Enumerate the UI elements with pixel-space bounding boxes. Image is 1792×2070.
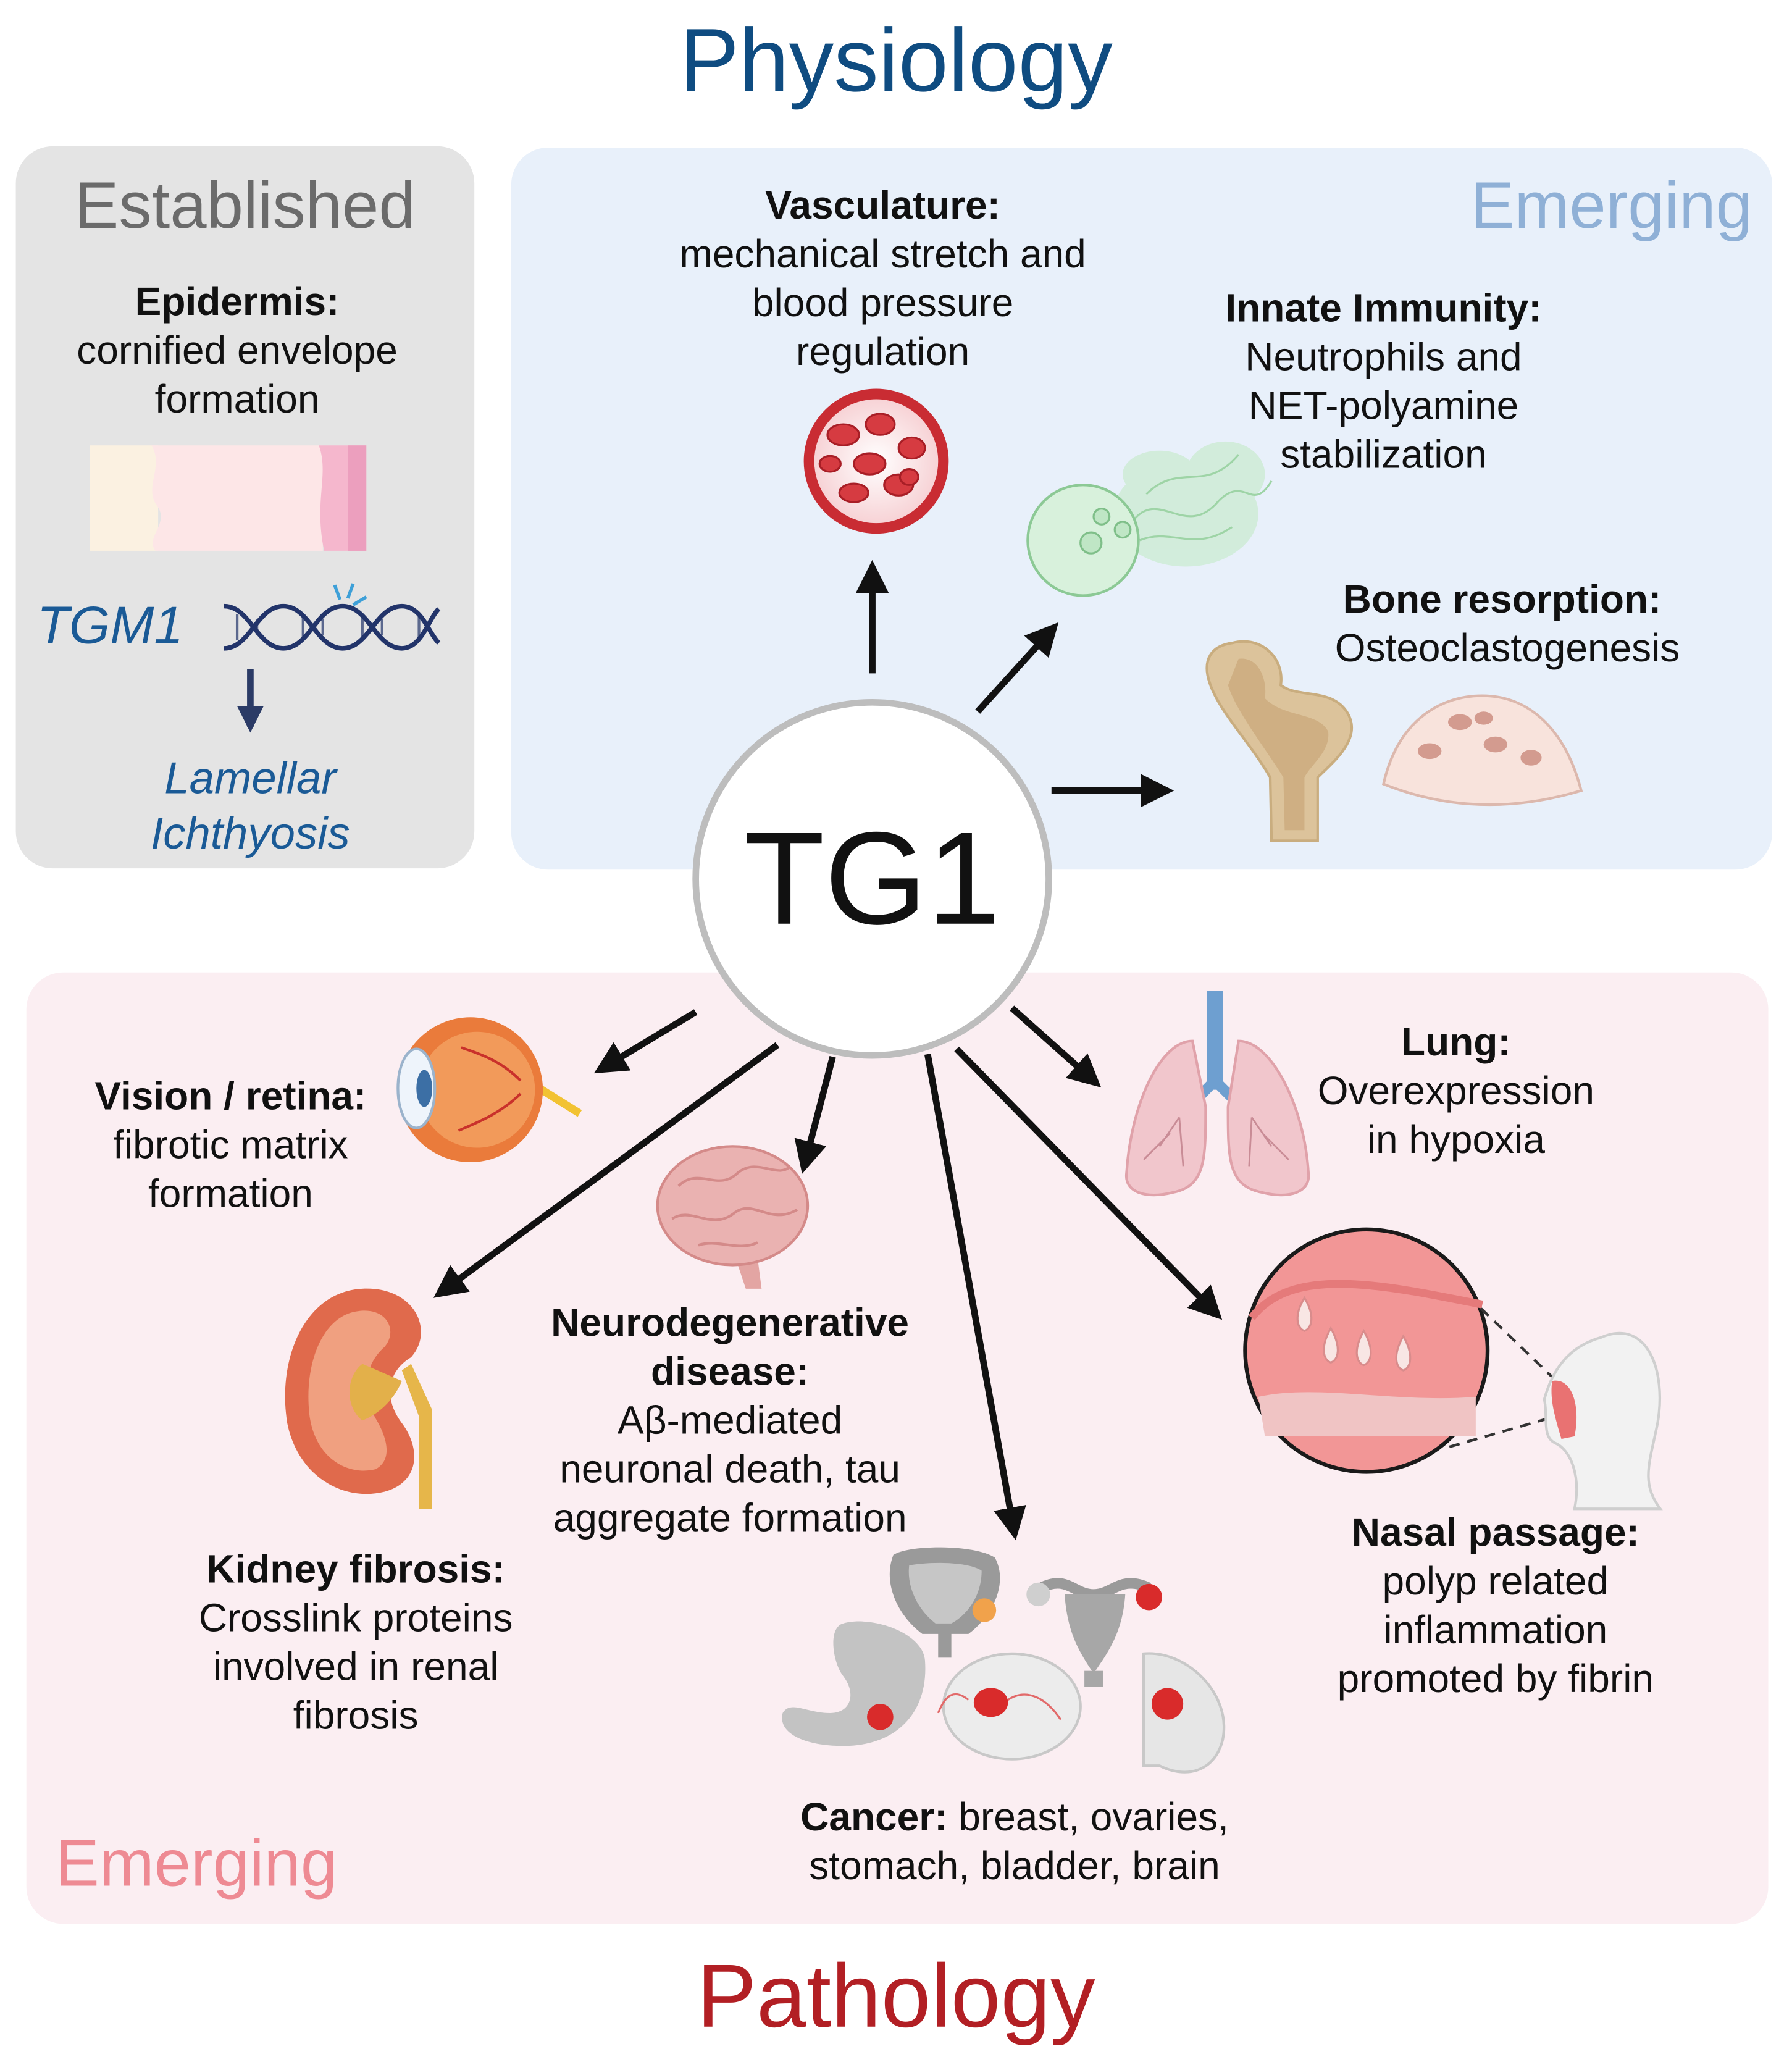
innate-line-1: Neutrophils and <box>1245 336 1522 380</box>
bladder-icon <box>889 1547 1000 1658</box>
nasal-title: Nasal passage: <box>1351 1511 1639 1555</box>
cancer-line-1: Cancer: breast, ovaries, <box>751 1793 1278 1842</box>
epidermis-title: Epidermis: <box>135 280 340 324</box>
nasal-line-3: promoted by fibrin <box>1337 1657 1654 1701</box>
osteoclast-icon <box>1382 694 1583 807</box>
skin-layers-icon <box>90 445 367 551</box>
kidney-icon <box>285 1288 432 1509</box>
head-profile-icon <box>1543 1332 1663 1511</box>
kidney-title: Kidney fibrosis: <box>206 1548 505 1592</box>
kidney-line-1: Crosslink proteins <box>198 1597 513 1641</box>
neuro-line-2: neuronal death, tau <box>559 1448 900 1492</box>
neuro-title-line-2: disease: <box>650 1351 810 1394</box>
cancer-title: Cancer: <box>800 1796 948 1840</box>
neutrophil-net-icon <box>1026 441 1273 597</box>
epidermis-line-1: cornified envelope <box>77 329 398 373</box>
vasculature-line-1: mechanical stretch and <box>679 233 1086 277</box>
bone-resorption-title: Bone resorption: <box>1342 578 1662 622</box>
uterus-ovaries-icon <box>1026 1578 1163 1687</box>
brain-icon <box>656 1145 810 1289</box>
bone-line-1: Osteoclastogenesis <box>1334 627 1680 671</box>
vision-line-2: formation <box>148 1173 313 1217</box>
pathology-emerging-heading: Emerging <box>55 1826 338 1900</box>
cancer-line-2: stomach, bladder, brain <box>809 1845 1220 1888</box>
lung-line-2: in hypoxia <box>1367 1118 1545 1163</box>
tgm1-gene-label: TGM1 <box>36 597 183 655</box>
disease-line-1: Lamellar <box>164 753 337 804</box>
brain-tumor-icon <box>937 1652 1082 1761</box>
established-heading: Established <box>75 169 416 243</box>
dna-helix-icon <box>224 583 441 651</box>
innate-line-2: NET-polyamine <box>1248 385 1519 429</box>
kidney-line-3: fibrosis <box>293 1695 419 1738</box>
neuro-title-line-1: Neurodegenerative <box>551 1302 910 1346</box>
pathology-title: Pathology <box>697 1946 1095 2047</box>
eye-icon <box>396 1017 582 1163</box>
breast-icon <box>1142 1652 1226 1774</box>
nasal-polyp-zoom-icon <box>1243 1227 1555 1474</box>
vision-title: Vision / retina: <box>94 1075 367 1119</box>
nasal-line-2: inflammation <box>1383 1609 1608 1653</box>
vasculature-line-3: regulation <box>796 330 970 374</box>
innate-immunity-title: Innate Immunity: <box>1225 287 1542 331</box>
connection-arrows <box>433 559 1223 1541</box>
tg1-label: TG1 <box>744 805 1001 953</box>
stomach-icon <box>782 1621 926 1746</box>
neuro-line-1: Aβ-mediated <box>618 1399 843 1443</box>
pathology-panel <box>26 972 1769 1924</box>
cancer-line-1-text: breast, ovaries, <box>947 1796 1229 1840</box>
lung-icon <box>1125 991 1310 1197</box>
physiology-title: Physiology <box>679 10 1113 111</box>
lung-line-1: Overexpression <box>1317 1070 1594 1114</box>
physiology-emerging-heading: Emerging <box>1470 169 1752 243</box>
bone-icon <box>1205 640 1354 842</box>
vasculature-title: Vasculature: <box>765 184 1000 228</box>
neuro-line-3: aggregate formation <box>553 1496 907 1541</box>
nasal-line-1: polyp related <box>1382 1560 1609 1604</box>
innate-line-3: stabilization <box>1280 434 1487 477</box>
lung-title: Lung: <box>1401 1021 1511 1065</box>
vasculature-line-2: blood pressure <box>752 282 1014 326</box>
blood-vessel-icon <box>803 388 949 534</box>
vision-line-1: fibrotic matrix <box>113 1124 348 1168</box>
epidermis-line-2: formation <box>154 378 320 422</box>
kidney-line-2: involved in renal <box>212 1646 499 1690</box>
disease-line-2: Ichthyosis <box>151 809 350 860</box>
tg1-circle <box>692 698 1052 1059</box>
